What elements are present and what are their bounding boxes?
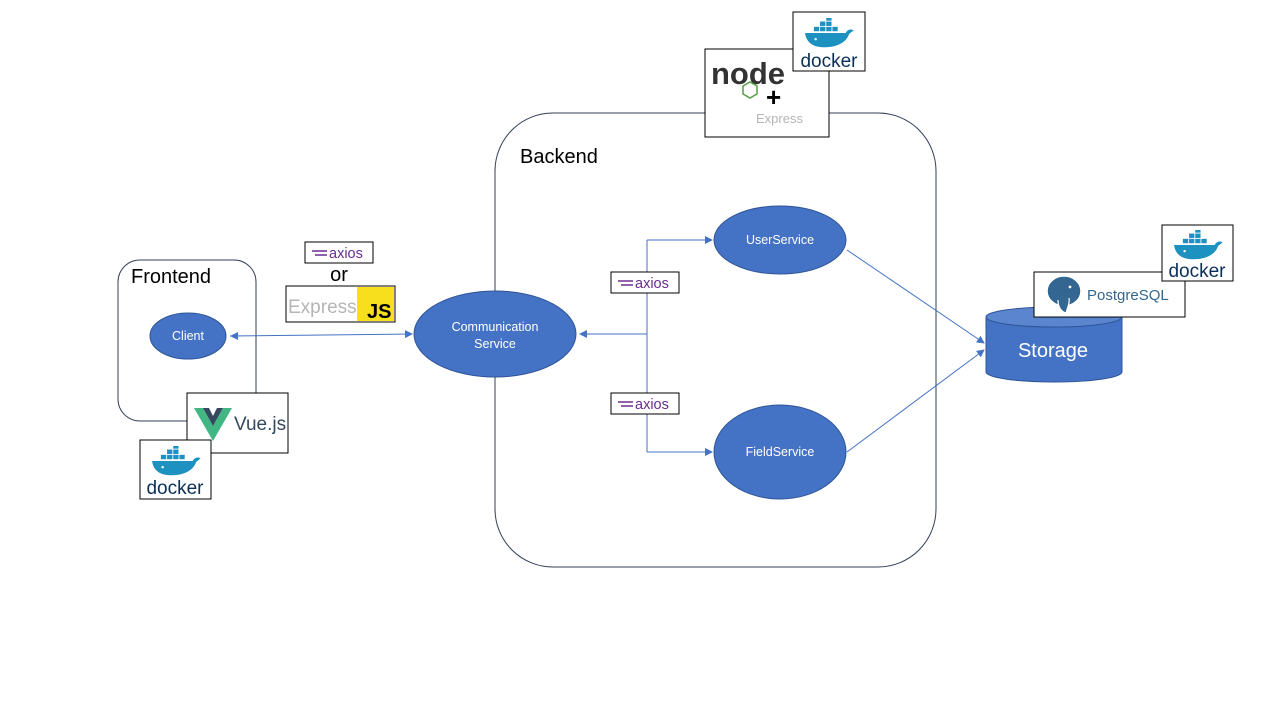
communication-label-line2: Service <box>474 337 516 351</box>
axios-badge-field: axios <box>610 392 680 415</box>
docker-badge-storage: docker <box>1161 224 1234 282</box>
userservice-label: UserService <box>746 233 814 247</box>
vue-logo-icon <box>194 408 232 441</box>
fieldservice-storage-arrow <box>846 349 985 453</box>
userservice-node[interactable]: UserService <box>713 205 847 275</box>
docker-label-backend: docker <box>800 51 858 72</box>
expressjs-express-label: Express <box>288 297 357 318</box>
fieldservice-node[interactable]: FieldService <box>713 404 847 500</box>
js-logo-icon <box>357 287 394 321</box>
backend-title: Backend <box>520 146 598 168</box>
postgres-elephant-icon <box>1046 275 1082 314</box>
client-arrowhead <box>230 332 238 340</box>
communication-label-line1: Communication <box>452 320 539 334</box>
postgresql-label: PostgreSQL <box>1087 287 1169 304</box>
docker-badge-frontend: docker <box>139 439 212 500</box>
node-label: node <box>711 56 785 91</box>
plus-sign: + <box>766 82 781 112</box>
expressjs-js-label: JS <box>367 301 391 323</box>
axios-badge-top: axios <box>304 241 374 264</box>
docker-badge-backend: docker <box>792 11 866 72</box>
postgresql-badge: PostgreSQL <box>1033 271 1186 318</box>
connectors <box>229 236 985 456</box>
client-communication-arrow <box>229 330 413 339</box>
axios-badge-user: axios <box>610 271 680 294</box>
axios-label-top: axios <box>329 246 363 262</box>
fieldservice-label: FieldService <box>746 445 815 459</box>
storage-database[interactable]: Storage <box>985 306 1123 383</box>
client-label: Client <box>172 329 204 343</box>
vuejs-label: Vue.js <box>234 414 286 435</box>
communication-service-node[interactable]: Communication Service <box>413 290 577 378</box>
client-node[interactable]: Client <box>149 312 227 360</box>
docker-label-storage: docker <box>1168 261 1226 282</box>
docker-label-frontend: docker <box>146 478 204 499</box>
axios-label-user: axios <box>635 276 669 292</box>
axios-label-field: axios <box>635 397 669 413</box>
node-express-badge: node + Express <box>704 48 830 138</box>
userservice-storage-arrow <box>846 249 985 344</box>
nodejs-hex-icon <box>742 81 758 99</box>
expressjs-badge: Express JS <box>285 285 396 323</box>
frontend-title: Frontend <box>131 266 211 288</box>
storage-label: Storage <box>1018 340 1088 362</box>
node-express-label: Express <box>756 111 803 126</box>
or-text: or <box>330 264 348 286</box>
